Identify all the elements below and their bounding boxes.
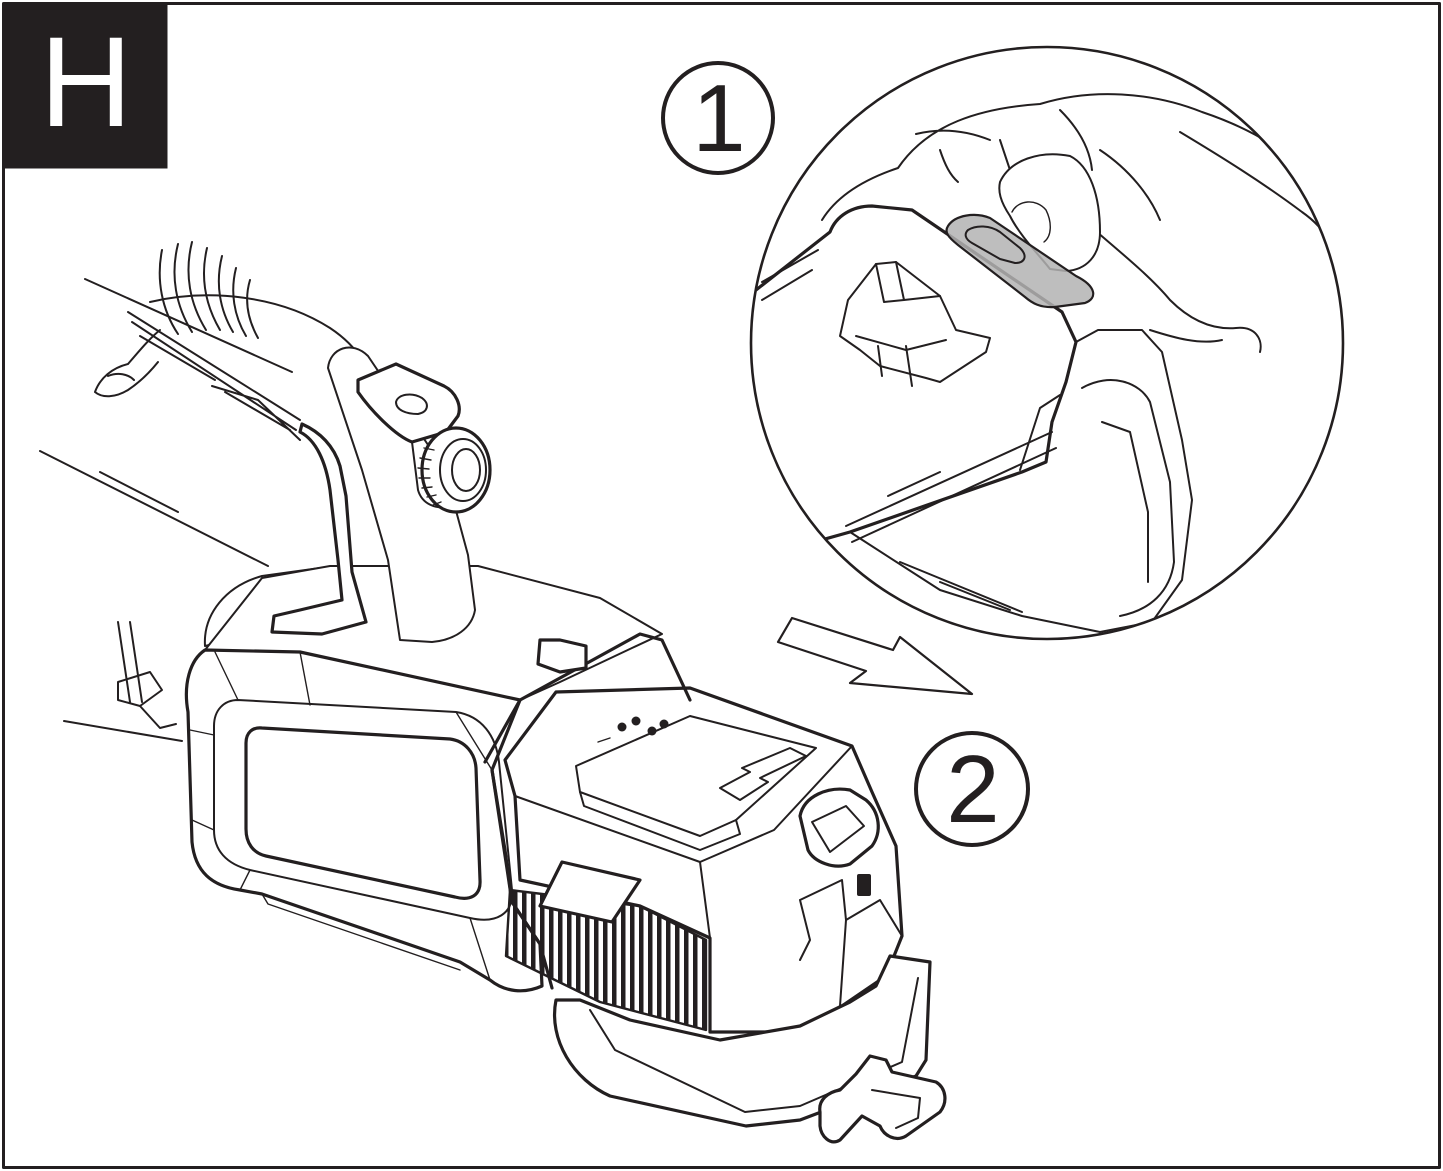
front-handle	[127, 294, 363, 441]
step-marker-2-number: 2	[946, 736, 999, 843]
step-marker-1-number: 1	[692, 65, 745, 172]
housing-side-recess	[244, 726, 482, 900]
threaded-ring-threads	[417, 447, 442, 506]
figure-label-badge: H	[3, 3, 168, 169]
threaded-ring	[417, 426, 492, 514]
battery-end-cap	[799, 879, 903, 1007]
housing-detail-lines	[189, 651, 493, 981]
step-marker-2-circle	[914, 731, 1030, 847]
battery-latch-tab	[538, 860, 642, 924]
inset-release-button	[945, 213, 1095, 309]
step-marker-1: 1	[661, 61, 775, 175]
figure-label-background	[3, 3, 168, 169]
threaded-ring-inner	[451, 448, 481, 492]
indicator-marks	[597, 737, 623, 751]
battery-slide-arrow-icon	[719, 747, 807, 801]
inset-hand	[821, 93, 1337, 353]
threaded-ring-outer	[420, 426, 492, 514]
inset-battery-side	[849, 329, 1193, 633]
battery-charge-indicator	[597, 716, 669, 751]
support-bracket	[270, 422, 368, 636]
hand-on-handle	[94, 329, 161, 398]
indicator-dot	[659, 719, 669, 729]
handle-grip-ridges	[158, 241, 259, 339]
arrow-down-right-icon	[776, 616, 974, 696]
detail-inset	[749, 45, 1345, 641]
detail-inset-content	[752, 93, 1337, 633]
step-marker-1-circle	[661, 61, 775, 175]
indicator-dot	[631, 716, 641, 726]
indicator-dot	[617, 722, 627, 732]
bottom-guard-inner-edge	[589, 977, 919, 1113]
battery-release-button	[798, 787, 880, 868]
cord-clip-lines	[117, 621, 177, 729]
bottom-guard	[553, 954, 932, 1128]
threaded-ring-middle	[439, 438, 487, 502]
inset-battery-rails	[761, 249, 1061, 543]
motor-housing	[184, 648, 544, 993]
knob-slot	[395, 393, 428, 415]
battery-bay-frame	[483, 632, 692, 990]
detail-inset-border	[749, 45, 1345, 641]
inset-fingernail	[1011, 201, 1051, 243]
battery-top-edge	[514, 745, 853, 939]
lock-lever-detail	[871, 1089, 921, 1129]
housing-latch	[536, 638, 588, 674]
battery-release-button-face	[811, 805, 865, 853]
battery-vent-grille	[504, 888, 708, 1032]
battery-latch-plate-edge	[579, 791, 741, 851]
inset-finger	[998, 153, 1101, 272]
battery-side-switch	[857, 874, 871, 896]
inset-release-button-recess	[964, 225, 1026, 264]
inset-battery-ridges	[899, 379, 1175, 617]
inset-battery-top	[752, 204, 1078, 562]
height-adjust-stem	[327, 346, 476, 643]
step-marker-2: 2	[914, 731, 1030, 847]
indicator-dot	[647, 726, 657, 736]
inset-battery-terminal-detail	[855, 261, 947, 387]
figure-label: H	[40, 11, 132, 154]
tool-illustration	[39, 241, 947, 1144]
